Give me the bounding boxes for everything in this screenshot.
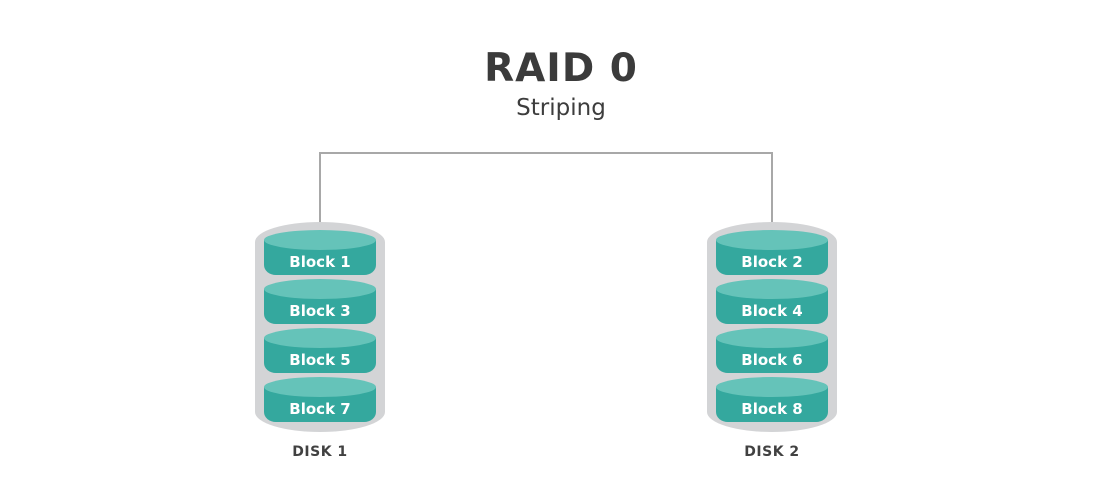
cylinder-cap xyxy=(716,230,828,250)
disk-2-label: DISK 2 xyxy=(744,444,800,460)
cylinder-cap xyxy=(716,279,828,299)
disk1-block-3: Block 3 xyxy=(264,279,376,324)
diagram-header: RAID 0 Striping xyxy=(13,49,1096,120)
block-label: Block 6 xyxy=(741,351,803,369)
cylinder-cap xyxy=(264,279,376,299)
cylinder-cap xyxy=(264,377,376,397)
block-label: Block 8 xyxy=(741,400,803,418)
disk2-block-4: Block 4 xyxy=(716,279,828,324)
disk-2-cylinder: Block 2 Block 4 Block 6 Block 8 xyxy=(707,222,837,432)
block-label: Block 1 xyxy=(289,253,351,271)
disk-1-cylinder: Block 1 Block 3 Block 5 Block 7 xyxy=(255,222,385,432)
disk2-block-2: Block 2 xyxy=(716,230,828,275)
diagram-title: RAID 0 xyxy=(484,46,638,91)
disk-1-label: DISK 1 xyxy=(292,444,348,460)
connector-line xyxy=(319,152,773,232)
cylinder-cap xyxy=(264,230,376,250)
diagram-subtitle: Striping xyxy=(516,95,606,121)
block-label: Block 5 xyxy=(289,351,351,369)
disk1-block-1: Block 1 xyxy=(264,230,376,275)
disk2-block-6: Block 6 xyxy=(716,328,828,373)
block-label: Block 2 xyxy=(741,253,803,271)
block-label: Block 7 xyxy=(289,400,351,418)
disk1-block-5: Block 5 xyxy=(264,328,376,373)
cylinder-cap xyxy=(716,377,828,397)
cylinder-cap xyxy=(716,328,828,348)
disk1-block-7: Block 7 xyxy=(264,377,376,422)
cylinder-cap xyxy=(264,328,376,348)
disk2-block-8: Block 8 xyxy=(716,377,828,422)
block-label: Block 3 xyxy=(289,302,351,320)
block-label: Block 4 xyxy=(741,302,803,320)
